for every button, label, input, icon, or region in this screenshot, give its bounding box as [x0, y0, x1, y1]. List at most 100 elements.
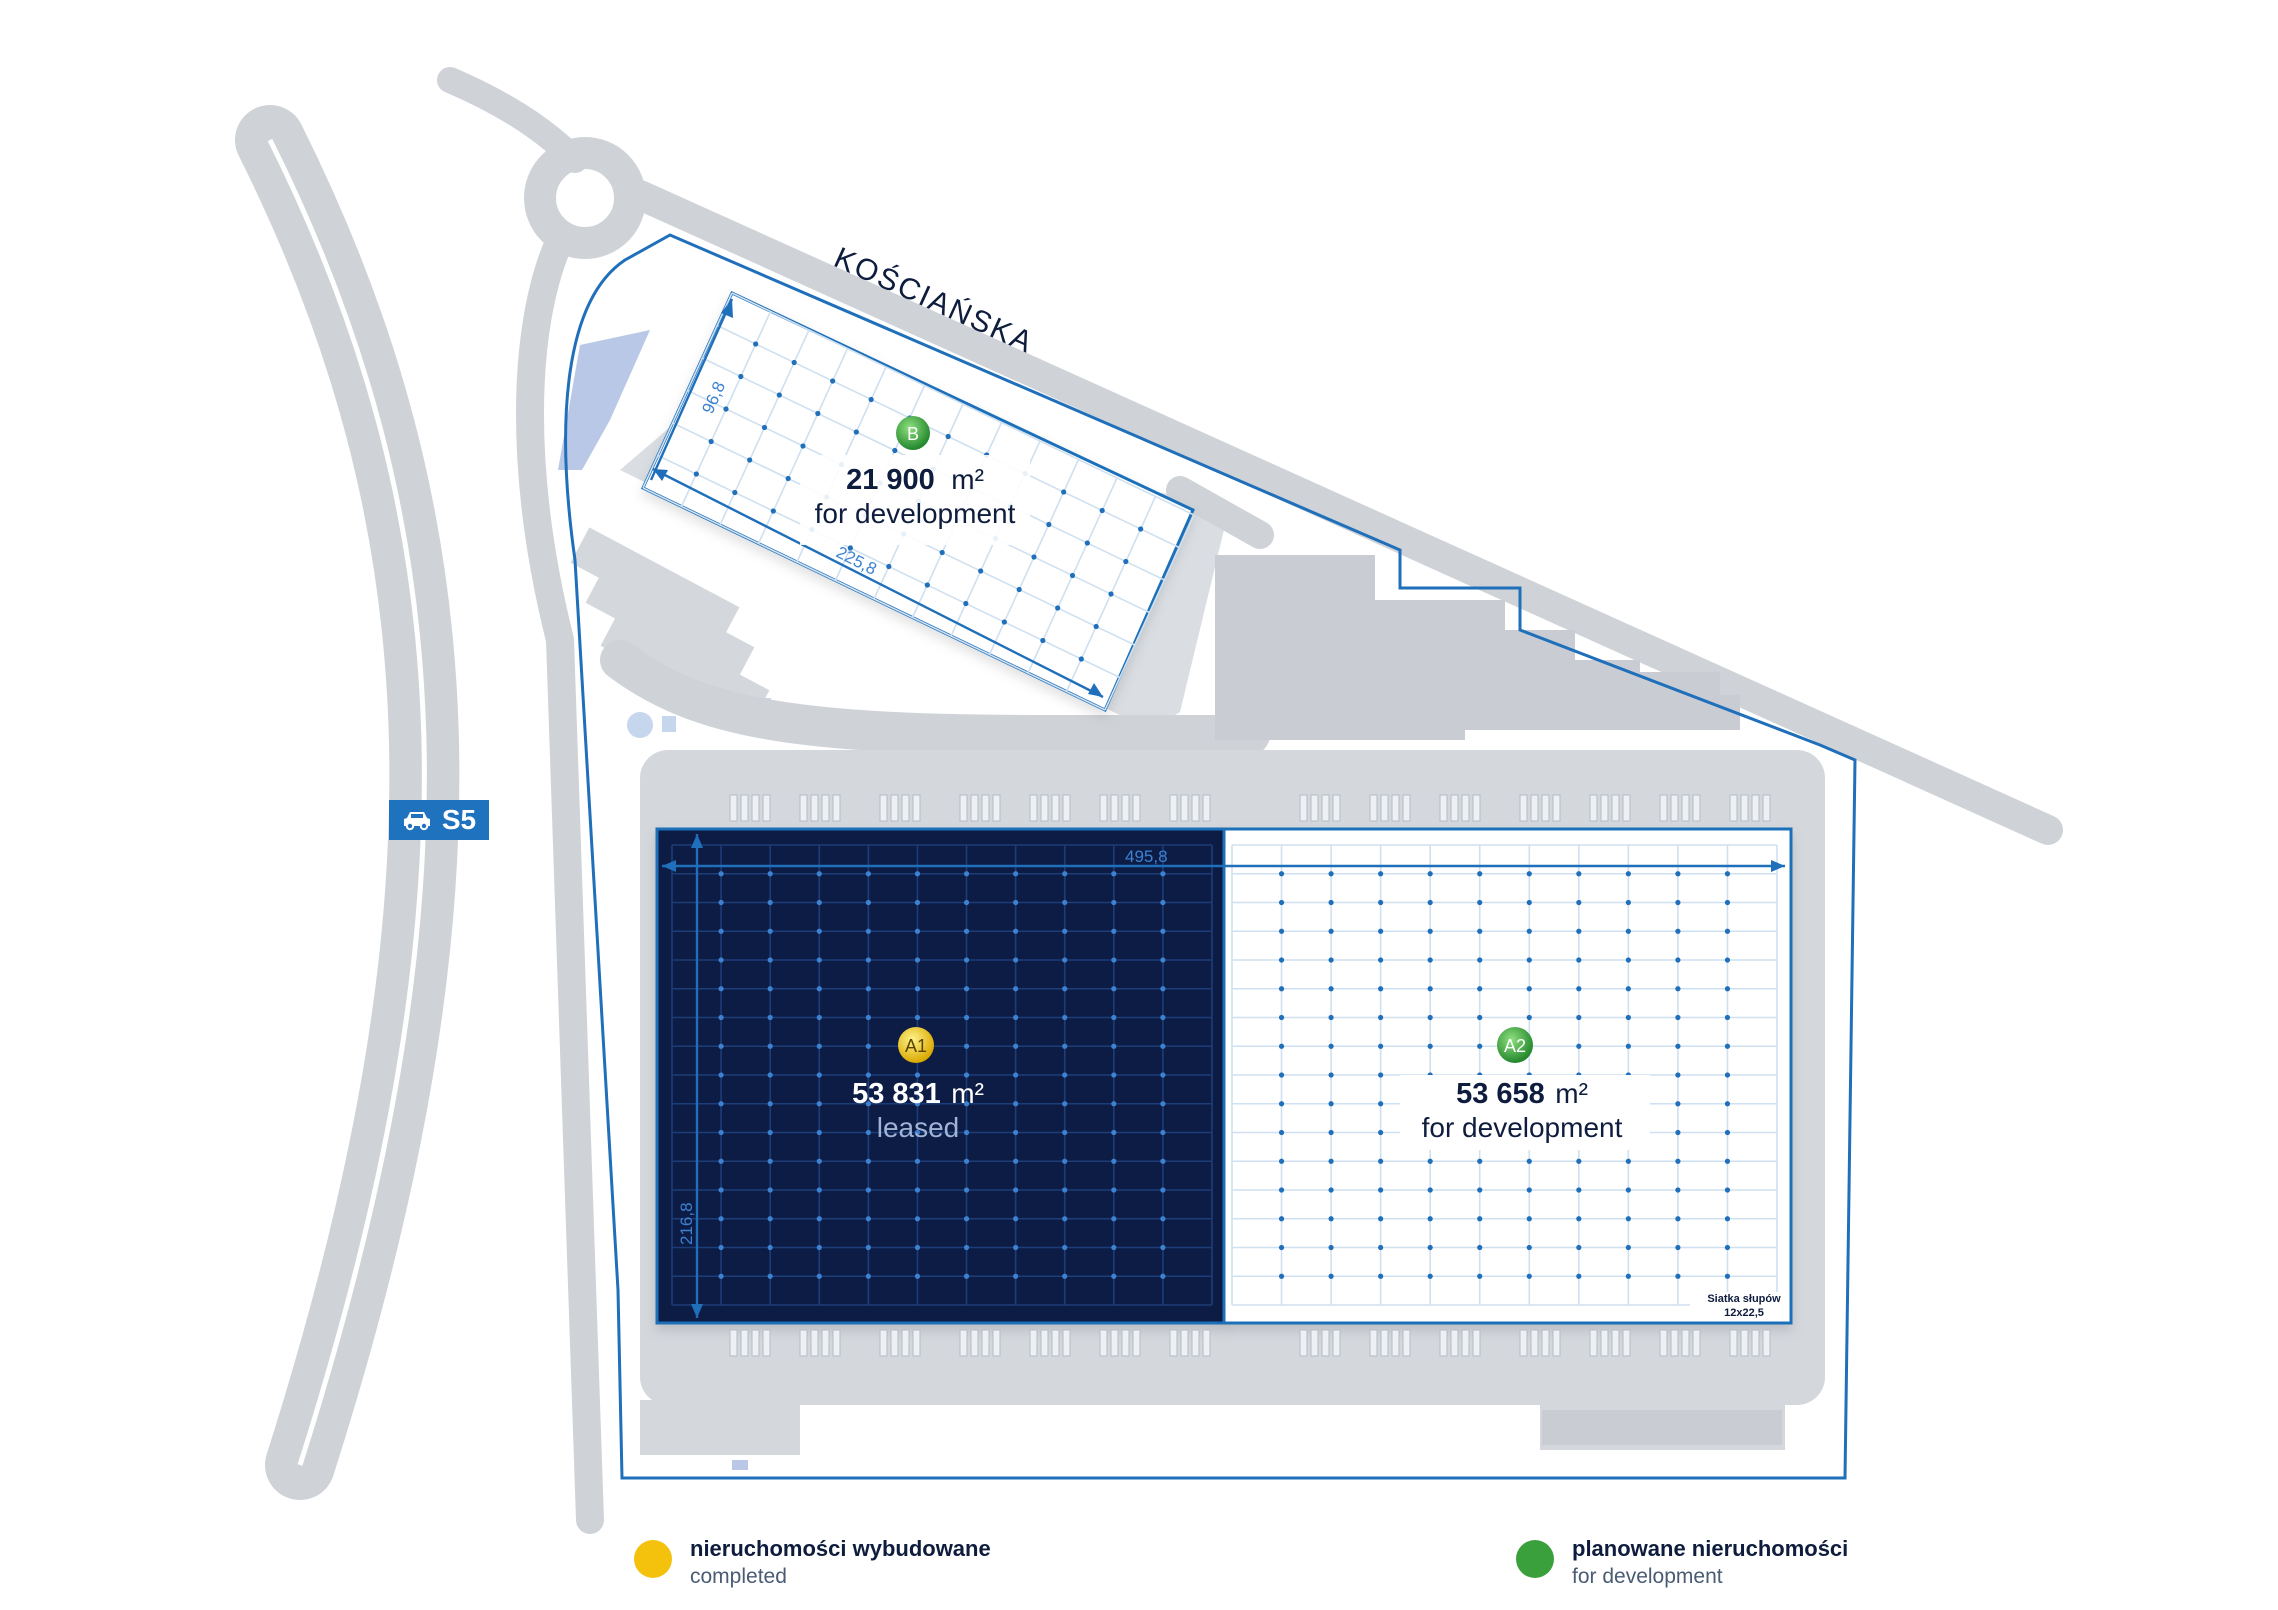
column-dot	[1328, 928, 1334, 934]
dock-door	[810, 794, 819, 822]
column-dot	[1526, 899, 1532, 906]
dock-door	[1472, 794, 1481, 822]
dock-door	[1380, 794, 1389, 822]
column-dot	[1160, 899, 1166, 906]
column-dot	[1111, 1273, 1117, 1279]
column-dot	[1062, 1014, 1068, 1021]
dock-door	[901, 1329, 910, 1357]
dock-door	[1541, 794, 1550, 822]
dock-door	[821, 1329, 830, 1357]
dock-door	[1321, 1329, 1330, 1357]
column-dot	[1675, 1187, 1681, 1193]
dock-door	[1519, 794, 1528, 822]
column-dot	[1675, 1101, 1681, 1107]
column-dot	[816, 1244, 822, 1251]
column-dot	[963, 1072, 970, 1078]
column-dot	[693, 471, 699, 477]
dock-door	[959, 1329, 968, 1357]
dock-door	[729, 794, 738, 822]
column-dot	[1013, 1072, 1019, 1078]
column-dot	[800, 443, 806, 449]
column-dot	[1111, 928, 1117, 934]
column-dot	[1062, 1273, 1068, 1279]
dock-door	[1762, 1329, 1771, 1357]
column-dot	[1278, 871, 1285, 877]
column-dot	[1328, 1101, 1334, 1107]
dock-door	[740, 794, 749, 822]
column-dot	[708, 438, 714, 445]
column-dot	[1724, 1043, 1731, 1049]
dock-door	[1402, 794, 1411, 822]
column-dot	[1724, 1072, 1731, 1078]
column-dot	[718, 1273, 724, 1279]
column-dot	[847, 545, 853, 551]
building-b-area-unit: m²	[951, 464, 984, 495]
column-dot	[770, 508, 776, 514]
column-dot	[1477, 871, 1483, 877]
dock-door	[890, 1329, 899, 1357]
column-dot	[963, 928, 970, 934]
dock-door	[1180, 794, 1189, 822]
dock-door	[799, 1329, 808, 1357]
marker-a1[interactable]: A1	[898, 1027, 934, 1063]
building-a2-area-value: 53 658	[1456, 1078, 1545, 1110]
dock-door	[970, 1329, 979, 1357]
legend-item-planned: planowane nieruchomości for development	[1516, 1536, 1848, 1589]
column-dot	[767, 1043, 773, 1049]
column-dot	[1078, 656, 1084, 662]
column-dot	[1625, 1273, 1631, 1279]
dock-door	[1611, 1329, 1620, 1357]
column-dot	[1427, 957, 1433, 963]
column-dot	[1675, 1216, 1681, 1222]
column-dot	[1378, 1158, 1384, 1164]
dock-door	[799, 794, 808, 822]
column-dot	[1111, 1244, 1117, 1251]
column-dot	[1013, 1273, 1019, 1279]
building-b-area-value: 21 900	[846, 464, 935, 496]
dock-door	[1622, 1329, 1631, 1357]
column-dot	[1013, 1101, 1019, 1107]
legend-planned-subtitle: for development	[1572, 1565, 1723, 1588]
dock-door	[1541, 1329, 1550, 1357]
column-dot	[1625, 957, 1631, 963]
column-dot	[1526, 1216, 1532, 1222]
column-dot	[865, 1244, 871, 1251]
column-dot	[1427, 899, 1433, 906]
column-dot	[1477, 1187, 1483, 1193]
column-dot	[853, 429, 859, 435]
column-dot	[963, 957, 970, 963]
column-dot	[1013, 1244, 1019, 1251]
column-dot	[1526, 1244, 1532, 1251]
column-dot	[939, 549, 945, 556]
column-dot	[1526, 986, 1532, 992]
column-dot	[1111, 1101, 1117, 1107]
dock-door	[1622, 794, 1631, 822]
dock-door	[1530, 794, 1539, 822]
column-dot	[816, 1014, 822, 1021]
column-dot	[1111, 871, 1117, 877]
column-dot	[1675, 871, 1681, 877]
column-dot	[767, 1158, 773, 1164]
yellow-dot-icon	[634, 1540, 672, 1578]
site-boundary	[564, 233, 1857, 1480]
column-dot	[1724, 1187, 1731, 1193]
highway-s5-sign: S5	[389, 800, 489, 840]
column-dot	[1328, 1043, 1334, 1049]
marker-b[interactable]: B	[896, 416, 930, 450]
marker-a2[interactable]: A2	[1497, 1027, 1533, 1063]
dock-door	[879, 1329, 888, 1357]
column-dot	[816, 928, 822, 934]
column-dot	[1427, 1216, 1433, 1222]
dock-door	[1321, 794, 1330, 822]
green-dot-icon	[1516, 1540, 1554, 1578]
column-dot	[1278, 1187, 1285, 1193]
dock-door	[1380, 1329, 1389, 1357]
dock-door	[1062, 794, 1071, 822]
column-dot	[767, 1014, 773, 1021]
column-dot	[865, 1273, 871, 1279]
column-dot	[1724, 986, 1731, 992]
column-dot	[1675, 899, 1681, 906]
column-dot	[1378, 928, 1384, 934]
dock-door	[1369, 794, 1378, 822]
dock-door	[1450, 794, 1459, 822]
